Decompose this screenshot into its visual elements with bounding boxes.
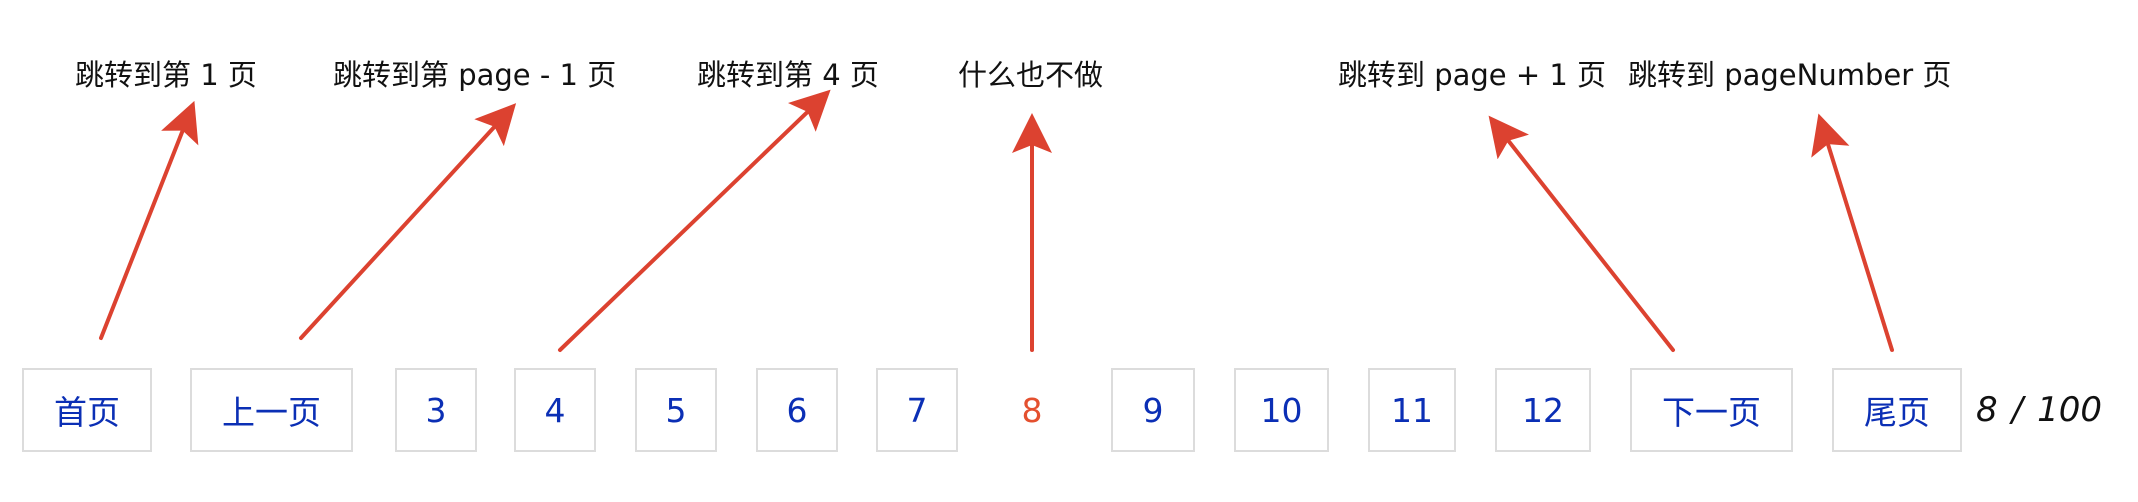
current-page-8: 8 bbox=[1021, 390, 1043, 430]
first-page-button[interactable]: 首页 bbox=[22, 368, 152, 452]
page-button-7[interactable]: 7 bbox=[876, 368, 958, 452]
arrow-page-4 bbox=[558, 89, 831, 352]
page-button-9[interactable]: 9 bbox=[1111, 368, 1195, 452]
arrow-first-page bbox=[99, 100, 199, 340]
prev-page-button[interactable]: 上一页 bbox=[190, 368, 353, 452]
page-button-4[interactable]: 4 bbox=[514, 368, 596, 452]
page-button-6[interactable]: 6 bbox=[756, 368, 838, 452]
page-button-11[interactable]: 11 bbox=[1368, 368, 1456, 452]
page-button-5[interactable]: 5 bbox=[635, 368, 717, 452]
summary-total-pages: 100 bbox=[2037, 390, 2103, 430]
annotation-first-page: 跳转到第 1 页 bbox=[75, 58, 257, 92]
last-page-button[interactable]: 尾页 bbox=[1832, 368, 1962, 452]
next-page-button[interactable]: 下一页 bbox=[1630, 368, 1793, 452]
page-button-12[interactable]: 12 bbox=[1495, 368, 1591, 452]
summary-current-page: 8 bbox=[1976, 390, 1998, 430]
annotation-page-4: 跳转到第 4 页 bbox=[697, 58, 879, 92]
arrow-prev-page bbox=[299, 103, 517, 340]
page-button-10[interactable]: 10 bbox=[1234, 368, 1329, 452]
arrow-next-page bbox=[1488, 115, 1675, 352]
annotation-current-page: 什么也不做 bbox=[958, 58, 1104, 92]
summary-separator: / bbox=[2011, 390, 2024, 430]
annotation-prev-page: 跳转到第 page - 1 页 bbox=[333, 58, 617, 92]
annotation-last-page: 跳转到 pageNumber 页 bbox=[1628, 58, 1952, 92]
arrow-last-page bbox=[1811, 113, 1894, 352]
page-summary: 8 / 100 bbox=[1976, 368, 2102, 452]
page-button-3[interactable]: 3 bbox=[395, 368, 477, 452]
annotation-next-page: 跳转到 page + 1 页 bbox=[1338, 58, 1607, 92]
